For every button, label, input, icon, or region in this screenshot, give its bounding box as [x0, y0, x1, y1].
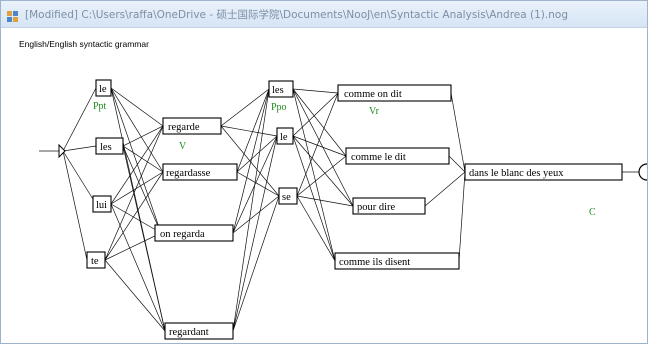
box-dans-le-blanc-des-yeux[interactable]: dans le blanc des yeux — [464, 163, 623, 181]
box-comme-on-dit[interactable]: comme on dit — [337, 84, 452, 102]
box-le[interactable]: le — [95, 79, 112, 97]
grammar-header: English/English syntactic grammar — [19, 39, 149, 49]
box-lui[interactable]: lui — [92, 195, 112, 213]
box-te[interactable]: te — [86, 251, 106, 269]
box-les-2[interactable]: les — [268, 80, 294, 98]
output-ppo: Ppo — [271, 102, 287, 113]
box-regardasse-label: regardasse — [166, 168, 211, 179]
box-pour-dire-label: pour dire — [357, 202, 396, 213]
box-comme-le-dit[interactable]: comme le dit — [345, 147, 450, 165]
box-les-label: les — [100, 142, 112, 153]
box-les[interactable]: les — [95, 137, 124, 155]
output-vr: Vr — [369, 106, 380, 117]
box-se[interactable]: se — [278, 187, 298, 205]
box-on-regarda[interactable]: on regarda — [154, 224, 234, 242]
box-le-2[interactable]: le — [276, 127, 294, 145]
title-bar[interactable]: [Modified] C:\Users\raffa\OneDrive - 硕士国… — [1, 1, 647, 28]
box-regardant[interactable]: regardant — [164, 322, 234, 340]
box-comme-ils-disent[interactable]: comme ils disent — [334, 252, 460, 270]
output-v: V — [179, 141, 187, 152]
box-le-label: le — [99, 84, 107, 95]
output-ppt: Ppt — [93, 101, 107, 112]
initial-node — [58, 143, 66, 159]
box-le-2-label: le — [280, 132, 288, 143]
box-regardant-label: regardant — [169, 327, 209, 338]
box-se-label: se — [282, 192, 291, 203]
box-lui-label: lui — [96, 200, 107, 211]
box-les-2-label: les — [272, 85, 284, 96]
output-c: C — [589, 207, 596, 218]
final-node — [638, 163, 647, 181]
graph-edges — [39, 87, 647, 332]
box-comme-on-dit-label: comme on dit — [344, 89, 402, 100]
box-regardasse[interactable]: regardasse — [162, 163, 238, 181]
app-icon — [7, 8, 19, 22]
box-pour-dire[interactable]: pour dire — [352, 197, 426, 215]
box-regarde[interactable]: regarde — [162, 117, 222, 135]
box-comme-le-dit-label: comme le dit — [351, 152, 406, 163]
box-regarde-label: regarde — [168, 122, 200, 133]
box-te-label: te — [91, 256, 99, 267]
window-title: [Modified] C:\Users\raffa\OneDrive - 硕士国… — [25, 9, 568, 21]
box-on-regarda-label: on regarda — [160, 229, 205, 240]
box-dans-le-blanc-label: dans le blanc des yeux — [469, 168, 564, 179]
box-comme-ils-disent-label: comme ils disent — [339, 257, 410, 268]
